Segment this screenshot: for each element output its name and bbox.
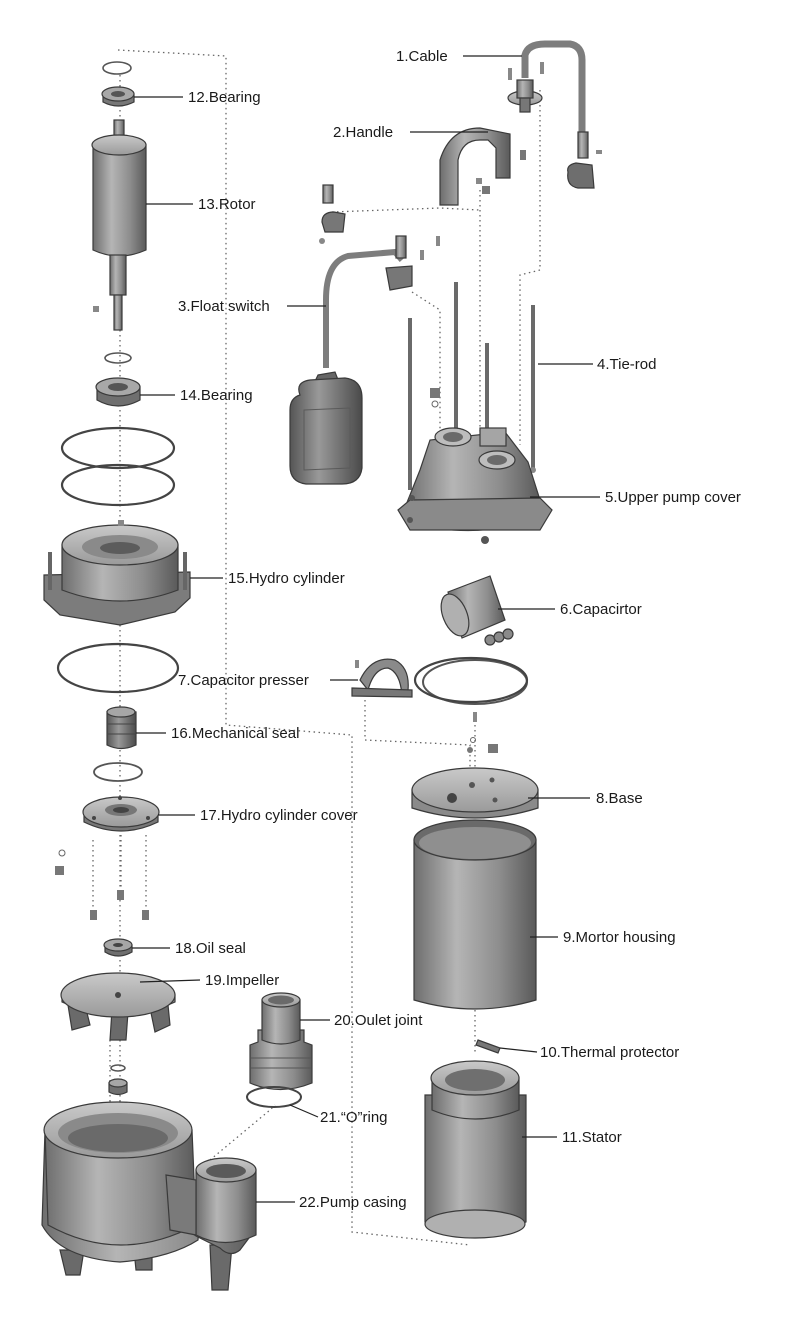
capacitor-presser-part: [351, 658, 413, 698]
bearing-12-part: [101, 61, 135, 107]
label-float-switch: 3.Float switch: [178, 298, 270, 315]
label-base: 8.Base: [596, 790, 643, 807]
thermal-protector-part: [475, 1039, 501, 1054]
label-handle: 2.Handle: [333, 124, 393, 141]
hydro-cylinder-part: [43, 520, 191, 626]
label-impeller: 19.Impeller: [205, 972, 279, 989]
label-cable: 1.Cable: [396, 48, 448, 65]
label-hydro-cylinder-cover: 17.Hydro cylinder cover: [200, 807, 358, 824]
float-switch-part: [289, 184, 440, 485]
label-tie-rod: 4.Tie-rod: [597, 356, 656, 373]
impeller-nut: [108, 1064, 128, 1096]
label-upper-pump-cover: 5.Upper pump cover: [605, 489, 741, 506]
hydro-cylinder-cover-part: [55, 796, 160, 920]
pump-casing-part: [41, 1101, 257, 1291]
label-bearing-12: 12.Bearing: [188, 89, 261, 106]
label-bearing-14: 14.Bearing: [180, 387, 253, 404]
hydro-o-rings: [60, 426, 176, 507]
large-o-rings: [56, 642, 529, 704]
label-thermal-protector: 10.Thermal protector: [540, 1044, 679, 1061]
stator-part: [424, 1060, 527, 1239]
bearing-14-part: [95, 352, 141, 407]
label-o-ring: 21.“O”ring: [320, 1109, 388, 1126]
label-capacitor-presser: 7.Capacitor presser: [178, 672, 309, 689]
cable-part: [507, 40, 602, 189]
part-labels: 1.Cable 2.Handle 3.Float switch 4.Tie-ro…: [171, 48, 741, 1211]
label-mechanical-seal: 16.Mechanical seal: [171, 725, 299, 742]
label-rotor: 13.Rotor: [198, 196, 256, 213]
impeller-part: [60, 972, 176, 1041]
motor-housing-part: [413, 819, 537, 1010]
label-motor-housing: 9.Mortor housing: [563, 929, 676, 946]
outlet-joint-part: [249, 992, 313, 1091]
oil-seal-part: [103, 938, 133, 957]
label-outlet-joint: 20.Oulet joint: [334, 1012, 423, 1029]
mechanical-seal-part: [93, 706, 143, 782]
leader-lines: [132, 55, 600, 1203]
label-pump-casing: 22.Pump casing: [299, 1194, 407, 1211]
label-capacitor: 6.Capacirtor: [560, 601, 642, 618]
label-hydro-cylinder: 15.Hydro cylinder: [228, 570, 345, 587]
upper-pump-cover-part: [397, 427, 553, 544]
label-stator: 11.Stator: [562, 1129, 622, 1146]
label-oil-seal: 18.Oil seal: [175, 940, 246, 957]
rotor-part: [91, 119, 147, 331]
o-ring-part: [246, 1086, 302, 1108]
handle-part: [439, 127, 526, 206]
capacitor-part: [440, 575, 514, 646]
base-part: [411, 659, 539, 819]
